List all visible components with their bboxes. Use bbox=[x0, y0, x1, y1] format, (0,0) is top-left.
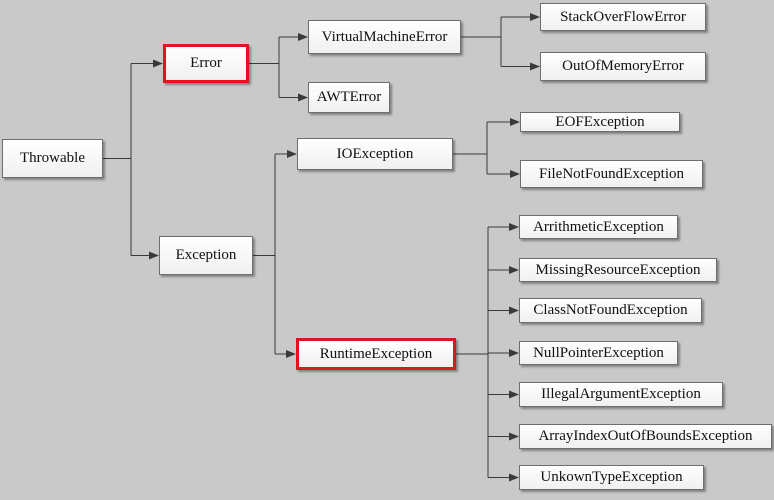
arithmetic-exception-node: ArrithmeticException bbox=[519, 215, 678, 239]
illegal-argument-exception-node: IllegalArgumentException bbox=[519, 382, 723, 407]
unknown-type-exception-node: UnkownTypeException bbox=[519, 465, 704, 490]
runtime-exception-node: RuntimeException bbox=[296, 338, 456, 370]
stack-overflow-error-node: StackOverFlowError bbox=[540, 3, 706, 31]
throwable-node: Throwable bbox=[2, 139, 103, 178]
class-not-found-exception-node: ClassNotFoundException bbox=[519, 298, 702, 323]
array-index-out-of-bounds-exception-node: ArrayIndexOutOfBoundsException bbox=[519, 424, 772, 449]
virtual-machine-error-node: VirtualMachineError bbox=[308, 20, 461, 54]
io-exception-node: IOException bbox=[297, 138, 453, 170]
eof-exception-node: EOFException bbox=[520, 112, 680, 132]
error-node: Error bbox=[163, 44, 249, 83]
missing-resource-exception-node: MissingResourceException bbox=[519, 258, 717, 282]
file-not-found-exception-node: FileNotFoundException bbox=[520, 160, 703, 188]
null-pointer-exception-node: NullPointerException bbox=[519, 341, 678, 365]
awt-error-node: AWTError bbox=[308, 82, 390, 113]
exception-node: Exception bbox=[159, 236, 253, 275]
out-of-memory-error-node: OutOfMemoryError bbox=[540, 52, 706, 81]
